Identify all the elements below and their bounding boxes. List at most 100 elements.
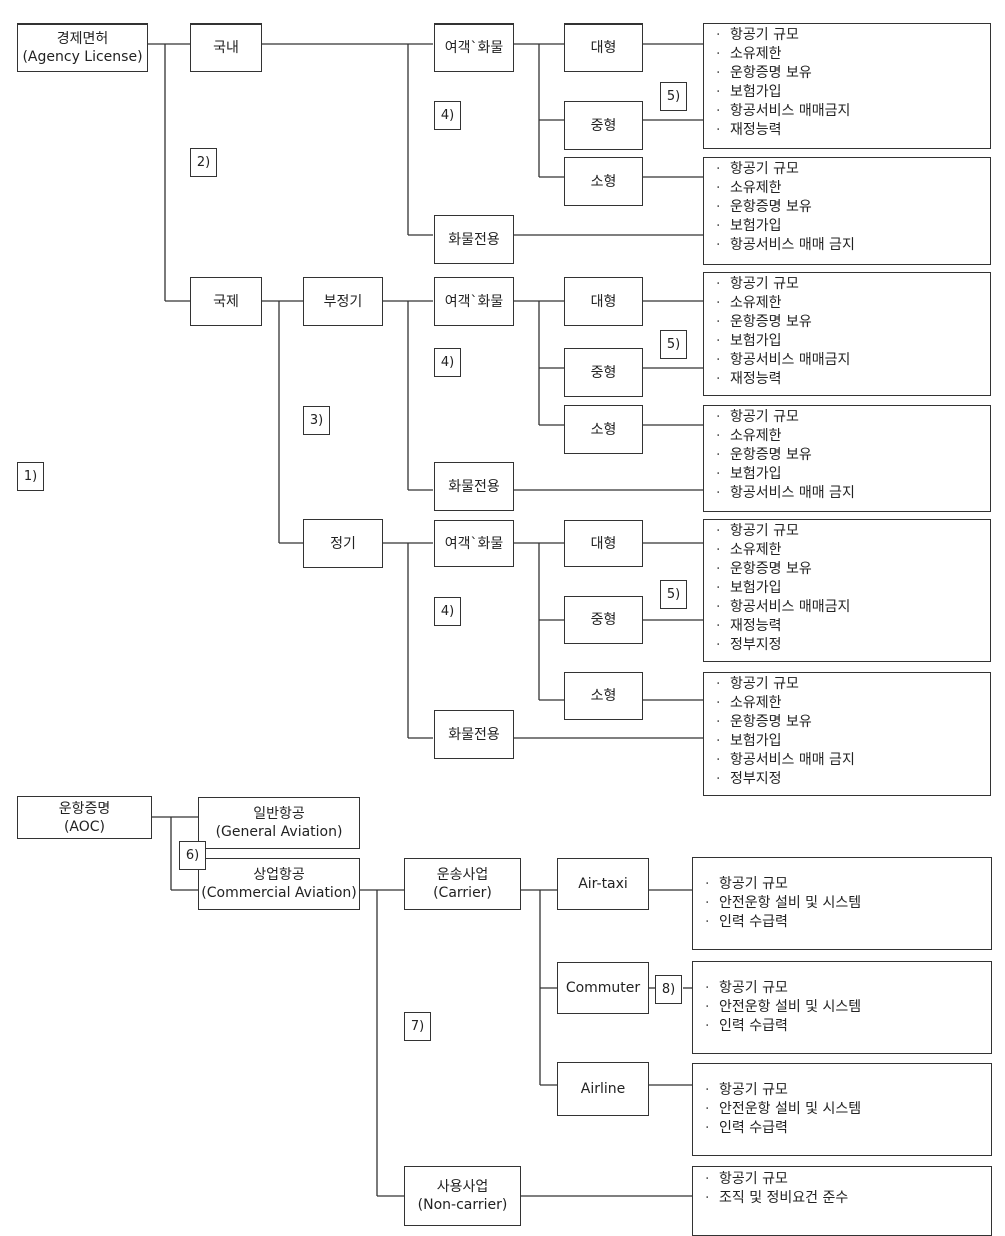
requirement-item: 항공기 규모	[716, 26, 990, 45]
requirements-regular-large-medium: 항공기 규모소유제한운항증명 보유보험가입항공서비스 매매금지재정능력정부지정	[703, 519, 991, 662]
agency-license-node: 경제면허 (Agency License)	[17, 23, 148, 72]
requirement-item: 항공서비스 매매 금지	[716, 751, 990, 770]
footnote-tag-6: 6)	[179, 841, 206, 870]
requirement-item: 항공기 규모	[705, 875, 991, 894]
footnote-tag-4-regular: 4)	[434, 597, 461, 626]
aoc-title: 운항증명	[58, 800, 111, 817]
non-carrier-node: 사용사업 (Non-carrier)	[404, 1166, 521, 1226]
requirement-item: 소유제한	[716, 427, 990, 446]
domestic-node: 국내	[190, 23, 262, 72]
requirement-item: 조직 및 정비요건 준수	[705, 1189, 991, 1208]
requirement-item: 안전운항 설비 및 시스템	[705, 998, 991, 1017]
requirement-item: 항공기 규모	[705, 1170, 991, 1189]
regular-node: 정기	[303, 519, 383, 568]
requirement-item: 보험가입	[716, 217, 990, 236]
domestic-small-node: 소형	[564, 157, 643, 206]
footnote-tag-8: 8)	[655, 975, 682, 1004]
requirement-item: 항공기 규모	[705, 1081, 991, 1100]
footnote-tag-3: 3)	[303, 406, 330, 435]
agency-license-subtitle: (Agency License)	[22, 49, 143, 65]
footnote-tag-5-domestic: 5)	[660, 82, 687, 111]
domestic-passenger-cargo-node: 여객`화물	[434, 23, 514, 72]
requirement-item: 항공서비스 매매 금지	[716, 236, 990, 255]
commercial-aviation-node: 상업항공 (Commercial Aviation)	[198, 858, 360, 910]
carrier-subtitle: (Carrier)	[433, 885, 492, 901]
regular-cargo-only-node: 화물전용	[434, 710, 514, 759]
agency-license-title: 경제면허	[56, 31, 109, 47]
requirement-item: 보험가입	[716, 83, 990, 102]
requirement-item: 항공서비스 매매금지	[716, 598, 990, 617]
footnote-tag-1: 1)	[17, 462, 44, 491]
footnote-tag-2: 2)	[190, 148, 217, 177]
requirement-item: 항공기 규모	[716, 522, 990, 541]
requirements-domestic-large-medium: 항공기 규모소유제한운항증명 보유보험가입항공서비스 매매금지재정능력	[703, 23, 991, 149]
requirements-domestic-small-cargo: 항공기 규모소유제한운항증명 보유보험가입항공서비스 매매 금지	[703, 157, 991, 265]
requirements-irregular-small-cargo: 항공기 규모소유제한운항증명 보유보험가입항공서비스 매매 금지	[703, 405, 991, 512]
requirement-item: 소유제한	[716, 179, 990, 198]
requirements-airline: 항공기 규모안전운항 설비 및 시스템인력 수급력	[692, 1063, 992, 1156]
regular-passenger-cargo-node: 여객`화물	[434, 520, 514, 567]
requirement-item: 안전운항 설비 및 시스템	[705, 1100, 991, 1119]
aoc-subtitle: (AOC)	[63, 818, 106, 835]
irregular-small-node: 소형	[564, 405, 643, 454]
requirement-item: 항공서비스 매매 금지	[716, 484, 990, 503]
domestic-large-node: 대형	[564, 23, 643, 72]
requirement-item: 인력 수급력	[705, 1017, 991, 1036]
footnote-tag-4-irregular: 4)	[434, 348, 461, 377]
regular-large-node: 대형	[564, 520, 643, 567]
general-aviation-subtitle: (General Aviation)	[215, 824, 343, 840]
requirement-item: 항공서비스 매매금지	[716, 102, 990, 121]
requirement-item: 운항증명 보유	[716, 313, 990, 332]
requirement-item: 항공서비스 매매금지	[716, 351, 990, 370]
regular-medium-node: 중형	[564, 596, 643, 644]
requirements-irregular-large-medium: 항공기 규모소유제한운항증명 보유보험가입항공서비스 매매금지재정능력	[703, 272, 991, 396]
commercial-aviation-title: 상업항공	[253, 867, 305, 883]
requirement-item: 보험가입	[716, 332, 990, 351]
commercial-aviation-subtitle: (Commercial Aviation)	[201, 885, 357, 901]
requirement-item: 운항증명 보유	[716, 64, 990, 83]
requirement-item: 보험가입	[716, 732, 990, 751]
commuter-node: Commuter	[557, 962, 649, 1014]
aoc-node: 운항증명 (AOC)	[17, 796, 152, 839]
irregular-passenger-cargo-node: 여객`화물	[434, 277, 514, 326]
requirement-item: 정부지정	[716, 636, 990, 655]
irregular-node: 부정기	[303, 277, 383, 326]
requirement-item: 인력 수급력	[705, 1119, 991, 1138]
requirement-item: 운항증명 보유	[716, 713, 990, 732]
requirement-item: 항공기 규모	[716, 275, 990, 294]
carrier-node: 운송사업 (Carrier)	[404, 858, 521, 910]
requirement-item: 항공기 규모	[716, 408, 990, 427]
irregular-cargo-only-node: 화물전용	[434, 462, 514, 511]
requirement-item: 재정능력	[716, 121, 990, 140]
general-aviation-node: 일반항공 (General Aviation)	[198, 797, 360, 849]
general-aviation-title: 일반항공	[253, 806, 305, 822]
requirement-item: 항공기 규모	[716, 160, 990, 179]
requirement-item: 정부지정	[716, 770, 990, 789]
carrier-title: 운송사업	[436, 867, 489, 883]
requirement-item: 소유제한	[716, 294, 990, 313]
non-carrier-title: 사용사업	[436, 1179, 489, 1195]
international-node: 국제	[190, 277, 262, 326]
requirement-item: 소유제한	[716, 541, 990, 560]
requirements-regular-small-cargo: 항공기 규모소유제한운항증명 보유보험가입항공서비스 매매 금지정부지정	[703, 672, 991, 796]
domestic-cargo-only-node: 화물전용	[434, 215, 514, 264]
domestic-medium-node: 중형	[564, 101, 643, 150]
footnote-tag-4-domestic: 4)	[434, 101, 461, 130]
requirements-non-carrier: 항공기 규모조직 및 정비요건 준수	[692, 1166, 992, 1236]
requirement-item: 항공기 규모	[705, 979, 991, 998]
footnote-tag-7: 7)	[404, 1012, 431, 1041]
regular-small-node: 소형	[564, 672, 643, 720]
non-carrier-subtitle: (Non-carrier)	[417, 1197, 508, 1213]
irregular-medium-node: 중형	[564, 348, 643, 397]
footnote-tag-5-regular: 5)	[660, 580, 687, 609]
requirements-air-taxi: 항공기 규모안전운항 설비 및 시스템인력 수급력	[692, 857, 992, 950]
requirement-item: 보험가입	[716, 465, 990, 484]
requirement-item: 운항증명 보유	[716, 560, 990, 579]
airline-node: Airline	[557, 1062, 649, 1116]
requirement-item: 재정능력	[716, 617, 990, 636]
requirement-item: 항공기 규모	[716, 675, 990, 694]
requirement-item: 소유제한	[716, 45, 990, 64]
irregular-large-node: 대형	[564, 277, 643, 326]
requirements-commuter: 항공기 규모안전운항 설비 및 시스템인력 수급력	[692, 961, 992, 1054]
